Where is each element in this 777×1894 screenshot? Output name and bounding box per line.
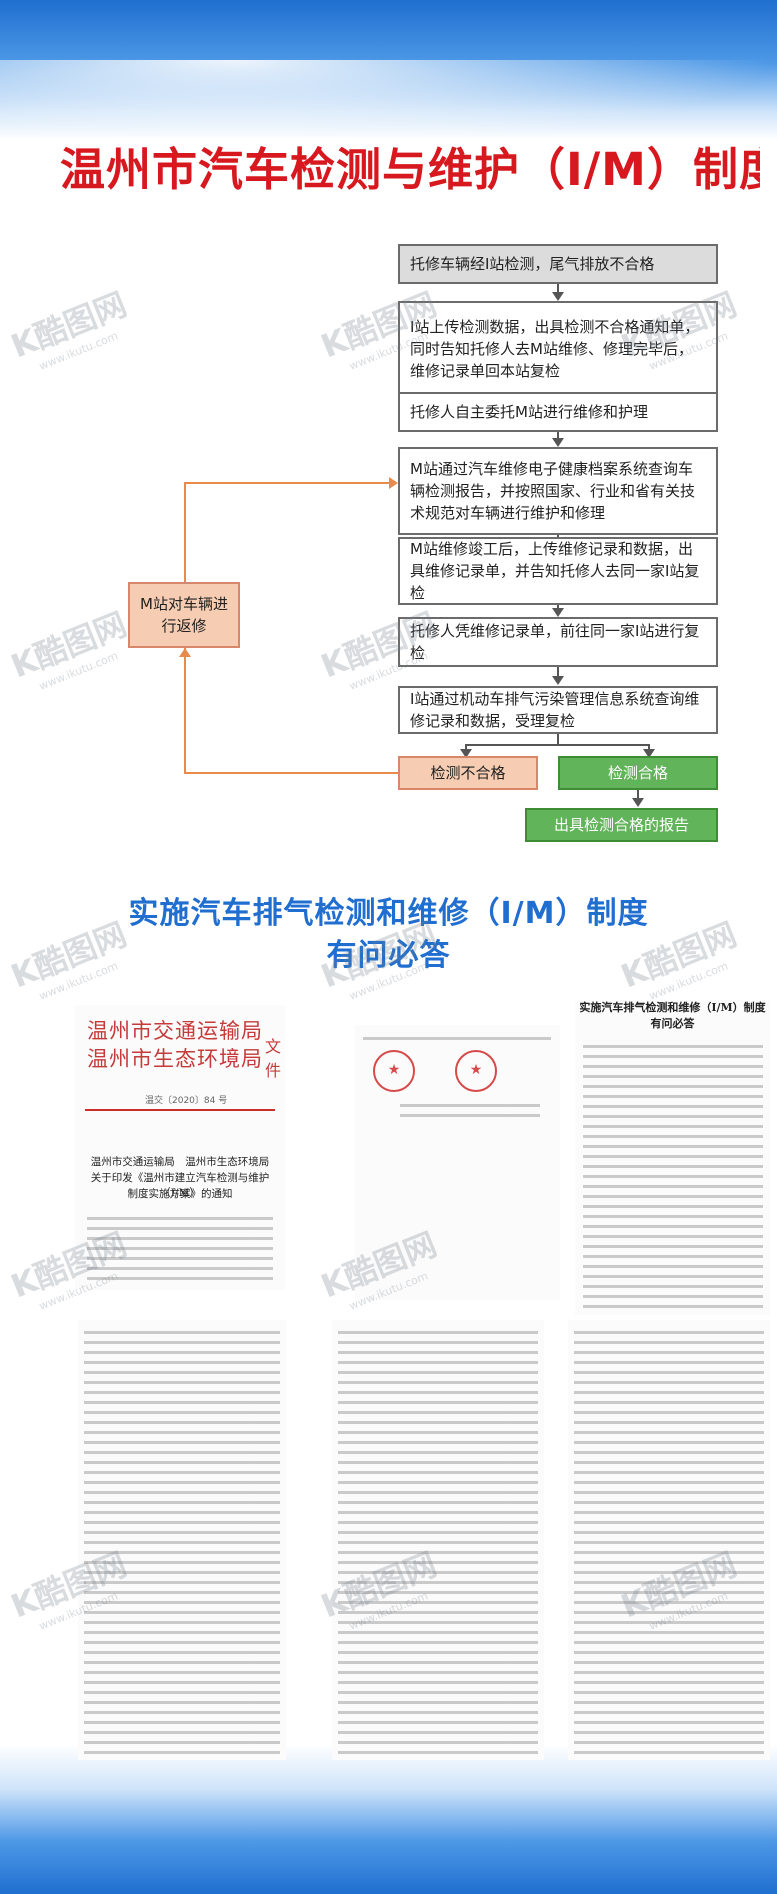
flow-step-6-text: 托修人凭维修记录单，前往同一家I站进行复检 bbox=[410, 622, 700, 662]
flow-connector bbox=[557, 667, 559, 677]
flow-arrow-down bbox=[552, 608, 564, 617]
section-title-line-1: 实施汽车排气检测和维修（I/M）制度 bbox=[128, 896, 649, 931]
document-org-line-2: 温州市生态环境局 bbox=[87, 1047, 263, 1071]
loop-arrow-up bbox=[179, 648, 191, 657]
flow-arrow-down bbox=[460, 749, 472, 758]
flow-step-7: I站通过机动车排气污染管理信息系统查询维修记录和数据，受理复检 bbox=[398, 686, 718, 734]
report-box: 出具检测合格的报告 bbox=[525, 808, 718, 842]
document-body-text bbox=[574, 1324, 764, 1754]
document-body-text bbox=[400, 1097, 540, 1119]
flow-step-6: 托修人凭维修记录单，前往同一家I站进行复检 bbox=[398, 617, 718, 667]
qa-doc-title-line-1: 实施汽车排气检测和维修（I/M）制度 bbox=[579, 1001, 766, 1014]
document-body-text bbox=[363, 1030, 551, 1042]
flow-step-4-text: M站通过汽车维修电子健康档案系统查询车辆检测报告，并按照国家、行业和省有关技术规… bbox=[410, 460, 696, 522]
document-body-text bbox=[583, 1038, 763, 1313]
qa-document-page: 实施汽车排气检测和维修（I/M）制度 有问必答 bbox=[575, 1000, 770, 1315]
flow-connector bbox=[648, 744, 650, 752]
flow-step-3-text: 托修人自主委托M站进行维修和护理 bbox=[410, 403, 648, 421]
document-cover-page: 温州市交通运输局 温州市生态环境局 文件 温交〔2020〕84 号 温州市交通运… bbox=[75, 1005, 285, 1290]
flow-step-1-text: 托修车辆经I站检测，尾气排放不合格 bbox=[410, 255, 655, 273]
document-heading-line-1: 温州市交通运输局 温州市生态环境局 bbox=[90, 1156, 270, 1168]
fail-box-text: 检测不合格 bbox=[430, 764, 506, 782]
document-stamp-page bbox=[355, 1025, 560, 1300]
flow-step-4: M站通过汽车维修电子健康档案系统查询车辆检测报告，并按照国家、行业和省有关技术规… bbox=[398, 447, 718, 535]
flow-connector bbox=[637, 790, 639, 799]
pass-box: 检测合格 bbox=[558, 756, 718, 790]
document-number: 温交〔2020〕84 号 bbox=[145, 1096, 228, 1106]
document-red-rule bbox=[85, 1109, 275, 1111]
flow-step-1: 托修车辆经I站检测，尾气排放不合格 bbox=[398, 244, 718, 284]
page-title: 温州市汽车检测与维护（I/M）制度业务流 bbox=[60, 143, 760, 196]
document-suffix: 文件 bbox=[265, 1037, 282, 1080]
pass-box-text: 检测合格 bbox=[607, 764, 668, 782]
rework-box: M站对车辆进行返修 bbox=[128, 582, 240, 648]
flow-arrow-down bbox=[632, 798, 644, 807]
fail-box: 检测不合格 bbox=[398, 756, 538, 790]
document-body-text bbox=[84, 1324, 280, 1754]
qa-doc-title-line-2: 有问必答 bbox=[650, 1017, 695, 1030]
document-body-text bbox=[87, 1210, 273, 1280]
loop-line-bottom bbox=[184, 772, 398, 774]
flow-step-2: I站上传检测数据，出具检测不合格通知单，同时告知托修人去M站维修、修理完毕后，维… bbox=[398, 301, 718, 397]
flow-step-3: 托修人自主委托M站进行维修和护理 bbox=[398, 392, 718, 432]
document-heading-line-2: 关于印发《温州市建立汽车检测与维护（I/M） bbox=[90, 1172, 270, 1199]
section-title-line-2: 有问必答 bbox=[326, 938, 451, 973]
flow-connector bbox=[465, 744, 467, 752]
loop-line-up-lower bbox=[184, 648, 186, 773]
flow-connector-horizontal bbox=[465, 744, 650, 746]
flow-connector bbox=[557, 734, 559, 744]
top-gradient-band bbox=[0, 0, 777, 150]
flow-arrow-down bbox=[552, 676, 564, 685]
document-text-column-3 bbox=[568, 1320, 770, 1760]
flow-step-2-text: I站上传检测数据，出具检测不合格通知单，同时告知托修人去M站维修、修理完毕后，维… bbox=[410, 318, 700, 380]
loop-line-up-upper bbox=[184, 482, 186, 582]
loop-line-top bbox=[184, 482, 389, 484]
flow-connector bbox=[557, 605, 559, 610]
official-seal-icon bbox=[373, 1050, 415, 1092]
flow-step-7-text: I站通过机动车排气污染管理信息系统查询维修记录和数据，受理复检 bbox=[410, 690, 700, 730]
document-heading-line-3: 制度实施方案》的通知 bbox=[127, 1188, 233, 1200]
document-text-column-1 bbox=[78, 1320, 286, 1760]
document-org-line-1: 温州市交通运输局 bbox=[87, 1019, 263, 1043]
flow-arrow-down bbox=[643, 749, 655, 758]
official-seal-icon bbox=[455, 1050, 497, 1092]
document-text-column-2 bbox=[332, 1320, 544, 1760]
flow-connector bbox=[557, 535, 559, 537]
flow-step-5-text: M站维修竣工后，上传维修记录和数据，出具维修记录单，并告知托修人去同一家I站复检 bbox=[410, 540, 700, 602]
loop-arrow-right bbox=[389, 477, 398, 489]
flow-arrow-down bbox=[552, 438, 564, 447]
flow-step-5: M站维修竣工后，上传维修记录和数据，出具维修记录单，并告知托修人去同一家I站复检 bbox=[398, 537, 718, 605]
flow-connector bbox=[557, 432, 559, 440]
report-box-text: 出具检测合格的报告 bbox=[553, 816, 689, 834]
rework-box-text: M站对车辆进行返修 bbox=[140, 595, 228, 635]
document-body-text bbox=[338, 1324, 538, 1754]
bottom-gradient-band bbox=[0, 1744, 777, 1894]
flow-connector bbox=[557, 284, 559, 294]
flow-arrow-down bbox=[552, 292, 564, 301]
